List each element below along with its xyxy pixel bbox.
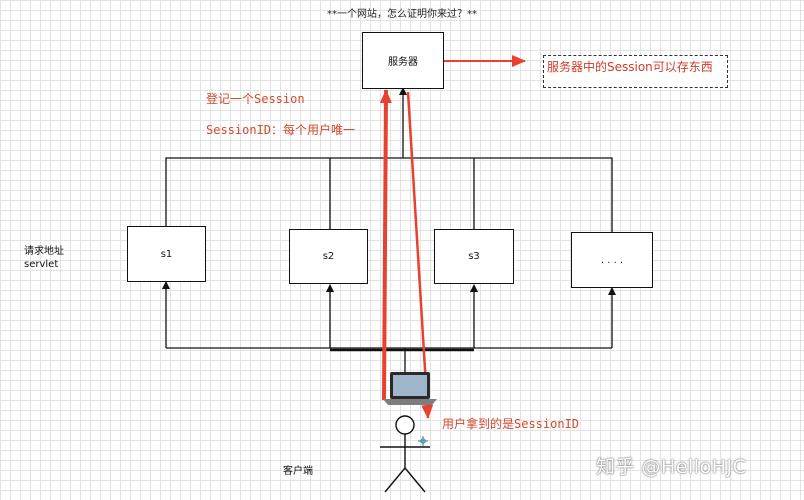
diagram-title: **一个网站，怎么证明你来过？** (327, 9, 477, 20)
servlet-box-more: . . . . (571, 232, 653, 288)
watermark: 知乎 @HelloHJC (596, 456, 747, 478)
servlet-box-s3: s3 (434, 229, 514, 284)
cursor-marker-icon (418, 436, 428, 446)
upper-bus (165, 87, 613, 232)
laptop-icon (383, 372, 437, 405)
request-path-label-line2: servlet (24, 259, 59, 270)
servlet-label: s1 (160, 248, 173, 260)
sessionid-annotation: SessionID：每个用户唯一 (206, 123, 356, 137)
server-label: 服务器 (388, 57, 418, 68)
lower-bus (162, 281, 616, 372)
register-session-annotation: 登记一个Session (206, 92, 305, 106)
request-red-arrow (379, 89, 392, 401)
servlet-label: s3 (468, 251, 480, 262)
session-storage-note: 服务器中的Session可以存东西 (543, 55, 728, 88)
response-red-arrow (406, 91, 434, 419)
client-label: 客户端 (283, 466, 313, 477)
servlet-box-s2: s2 (289, 229, 368, 284)
servlet-box-s1: s1 (127, 226, 206, 282)
request-path-label-line1: 请求地址 (24, 246, 64, 257)
user-gets-sessionid-annotation: 用户拿到的是SessionID (442, 417, 580, 431)
request-path-label: 请求地址 servlet (24, 245, 64, 271)
servlet-label: . . . . (600, 254, 624, 266)
server-box: 服务器 (362, 32, 444, 89)
user-stick-figure (380, 415, 430, 493)
servlet-label: s2 (322, 251, 335, 262)
